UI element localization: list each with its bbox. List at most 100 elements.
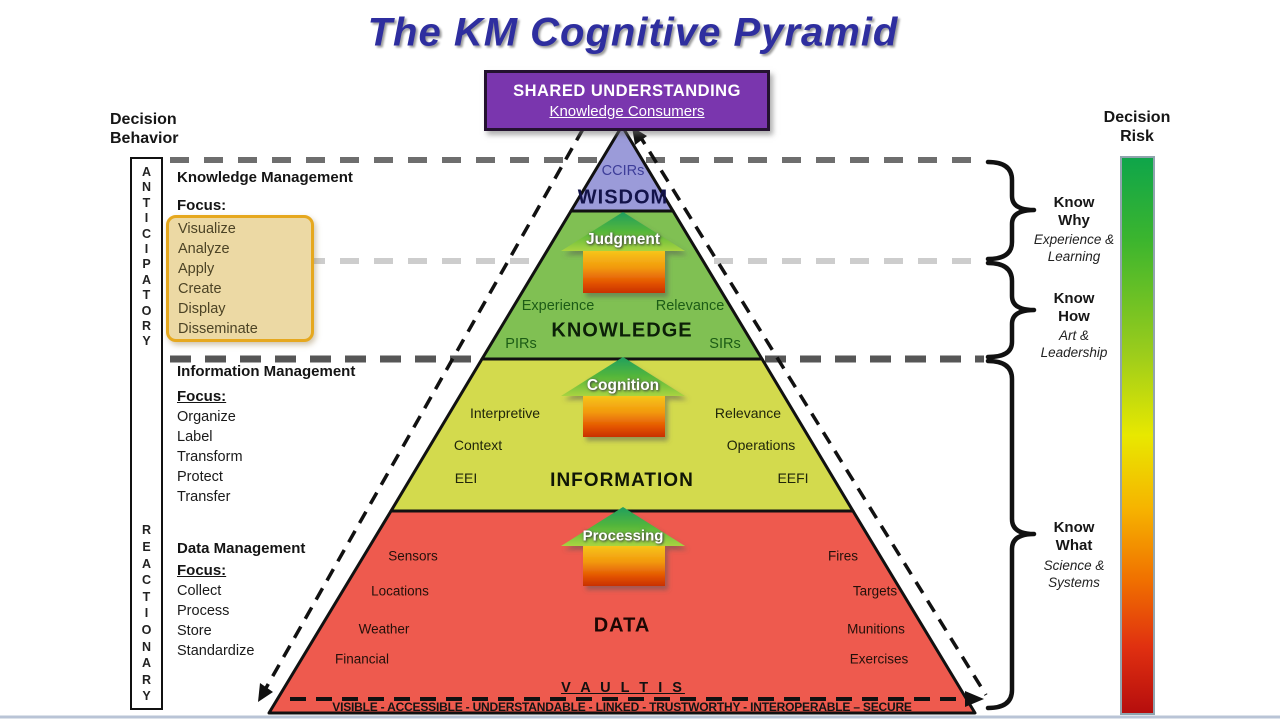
cognition-arrow [561,357,685,437]
vertical-letter: T [142,288,151,303]
risk-braces [985,159,1037,711]
locations-label: Locations [371,583,429,599]
knowledge-focus-label: Focus: [177,197,227,214]
vertical-letter: N [141,639,152,654]
munitions-label: Munitions [847,621,905,637]
eefi-label: EEFI [777,470,809,486]
vertical-letter: A [141,272,152,287]
page-title: The KM Cognitive Pyramid [367,10,899,55]
vertical-letter: E [142,540,151,555]
down-left-arrowhead [258,683,273,702]
vertical-letter: O [141,623,152,638]
vertical-letter: Y [142,689,151,704]
relevance-knowledge-label: Relevance [655,298,725,314]
fires-label: Fires [828,548,858,564]
vaultis-label: V A U L T I S [561,680,685,696]
financial-label: Financial [334,651,390,667]
vertical-letter: R [141,672,152,687]
know-why-subtitle: Experience & Learning [1033,232,1115,264]
up-left-arrowhead [632,127,647,145]
focus-item: Visualize [178,221,236,237]
vertical-letter: T [142,195,151,210]
data-focus-label: Focus: [177,562,227,579]
vertical-letter: A [141,556,152,571]
vertical-letter: I [144,211,149,226]
focus-item: Analyze [178,241,230,257]
vertical-letter: C [141,573,152,588]
focus-item: Create [178,281,222,297]
know-how-label: Know How [1053,290,1095,325]
know-how-subtitle: Art & Leadership [1040,328,1108,360]
focus-item: Standardize [177,643,255,659]
data-management-title: Data Management [177,540,306,557]
vertical-letter: Y [142,334,151,349]
sirs-label: SIRs [709,336,741,352]
information-focus-label: Focus: [177,388,227,405]
right-arrowhead [965,691,984,707]
judgment-arrow [561,212,685,293]
eei-label: EEI [454,470,478,486]
focus-item: Store [177,623,212,639]
shared-understanding-box: SHARED UNDERSTANDING Knowledge Consumers [484,70,770,131]
judgment-arrow-label: Judgment [585,231,661,248]
know-what-subtitle: Science & Systems [1043,558,1105,590]
operations-label: Operations [726,437,796,453]
vertical-letter: P [142,257,151,272]
exercises-label: Exercises [849,651,909,667]
vaultis-attributes-banner: VISIBLE - ACCESSIBLE - UNDERSTANDABLE - … [332,700,912,714]
cognition-arrow-label: Cognition [586,377,660,394]
focus-item: Protect [177,469,223,485]
vertical-letter: T [142,589,151,604]
focus-item: Label [177,429,213,445]
focus-item: Collect [177,583,222,599]
decision-risk-gradient-bar [1120,156,1155,715]
data-band [267,509,977,715]
brace-know-why [985,159,1037,262]
context-label: Context [453,437,503,453]
decision-risk-header: Decision Risk [1103,109,1171,145]
vertical-letter: R [141,523,152,538]
pirs-label: PIRs [505,336,537,352]
vertical-letter: C [141,226,152,241]
focus-item: Transform [177,449,243,465]
focus-item: Organize [177,409,236,425]
knowledge-consumers-link[interactable]: Knowledge Consumers [549,102,705,120]
experience-label: Experience [521,298,595,314]
brace-know-what [985,358,1037,711]
targets-label: Targets [852,583,898,599]
brace-know-how [985,260,1037,360]
vertical-letter: A [141,656,152,671]
focus-item: Disseminate [178,321,258,337]
focus-item: Apply [178,261,215,277]
focus-item: Display [178,301,226,317]
vertical-letter: I [144,606,149,621]
focus-item: Process [177,603,230,619]
wisdom-label: WISDOM [577,186,669,209]
processing-arrow [561,507,685,586]
knowledge-label: KNOWLEDGE [551,319,693,342]
interpretive-label: Interpretive [469,405,541,421]
shared-understanding-label: SHARED UNDERSTANDING [513,81,741,100]
vertical-letter: A [141,165,152,179]
know-what-label: Know What [1053,519,1095,554]
focus-item: Transfer [177,489,231,505]
horizontal-dashed-lines [170,157,984,363]
vertical-letter: I [144,242,149,257]
know-why-label: Know Why [1053,194,1095,229]
data-label: DATA [593,614,651,637]
decision-behavior-header: Decision Behavior [110,111,179,147]
vertical-letter: N [141,180,152,195]
vertical-letter: R [141,319,152,334]
relevance-information-label: Relevance [714,405,782,421]
information-label: INFORMATION [550,470,694,491]
processing-arrow-label: Processing [582,527,664,545]
km-focus-highlight-box [166,215,314,342]
